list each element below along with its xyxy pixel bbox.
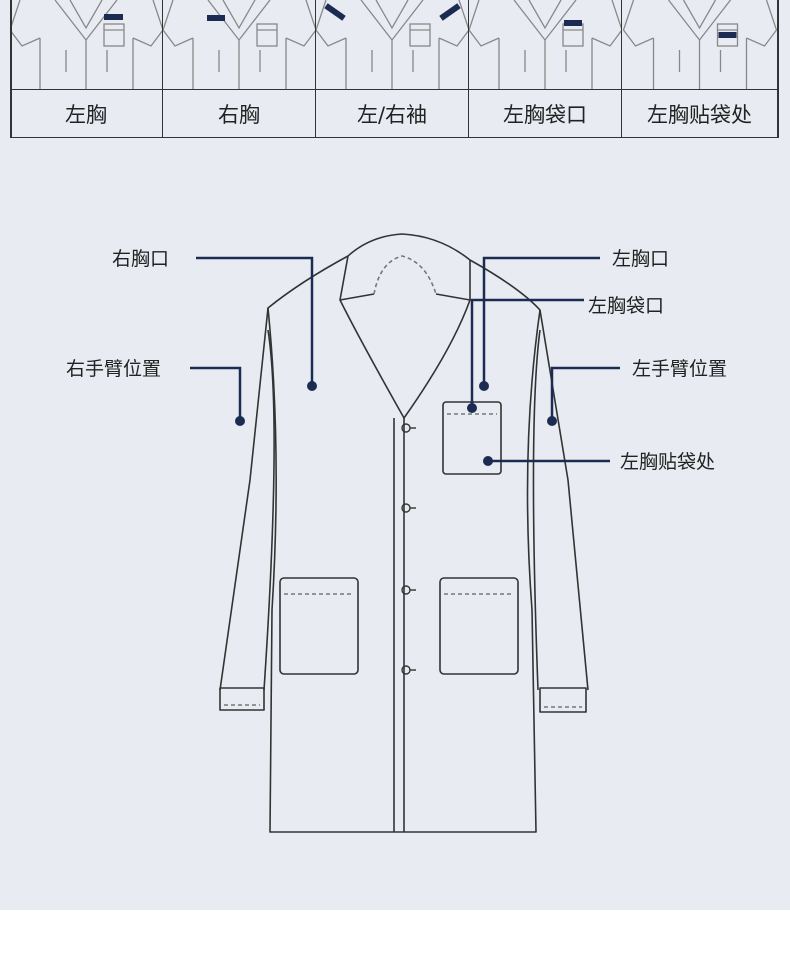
table-border <box>777 0 779 138</box>
thumb-right-chest <box>163 0 316 90</box>
coat-thumbnail-icon <box>10 0 162 89</box>
table-label-left-chest-patch-pocket: 左胸贴袋处 <box>622 90 778 138</box>
placement-marker <box>439 3 461 21</box>
table-border <box>10 0 12 138</box>
coat-thumbnail-icon <box>469 0 621 89</box>
thumb-sleeve <box>316 0 469 90</box>
coat-button-icon <box>401 423 416 675</box>
thumb-left-chest <box>10 0 163 90</box>
diagram-panel <box>0 0 790 910</box>
callout-dot <box>235 381 557 466</box>
placement-table: 左胸 右胸 左/右袖 左胸袋口 左胸贴袋处 <box>10 0 778 138</box>
table-label-left-chest: 左胸 <box>10 90 163 138</box>
placement-marker <box>718 32 737 38</box>
callout-right-arm-position: 右手臂位置 <box>66 358 162 380</box>
placement-marker <box>104 14 123 20</box>
coat-thumbnail-icon <box>622 0 777 89</box>
coat-thumbnail-icon <box>316 0 468 89</box>
placement-marker <box>564 20 582 26</box>
placement-marker <box>207 15 225 21</box>
callout-left-chest-opening: 左胸口 <box>612 248 670 270</box>
lab-coat-outline <box>219 233 589 833</box>
coat-thumbnail-icon <box>163 0 315 89</box>
thumb-left-chest-pocket-opening <box>469 0 622 90</box>
callout-left-arm-position: 左手臂位置 <box>632 358 728 380</box>
callout-left-chest-pocket-opening: 左胸袋口 <box>588 295 665 317</box>
table-label-sleeve: 左/右袖 <box>316 90 469 138</box>
callout-left-chest-patch-pocket: 左胸贴袋处 <box>620 451 716 473</box>
placement-marker <box>324 3 346 21</box>
table-label-left-chest-pocket-opening: 左胸袋口 <box>469 90 622 138</box>
table-label-right-chest: 右胸 <box>163 90 316 138</box>
callout-leader-lines <box>190 256 620 463</box>
callout-right-chest-opening: 右胸口 <box>112 248 170 270</box>
lab-coat-diagram <box>190 233 620 833</box>
